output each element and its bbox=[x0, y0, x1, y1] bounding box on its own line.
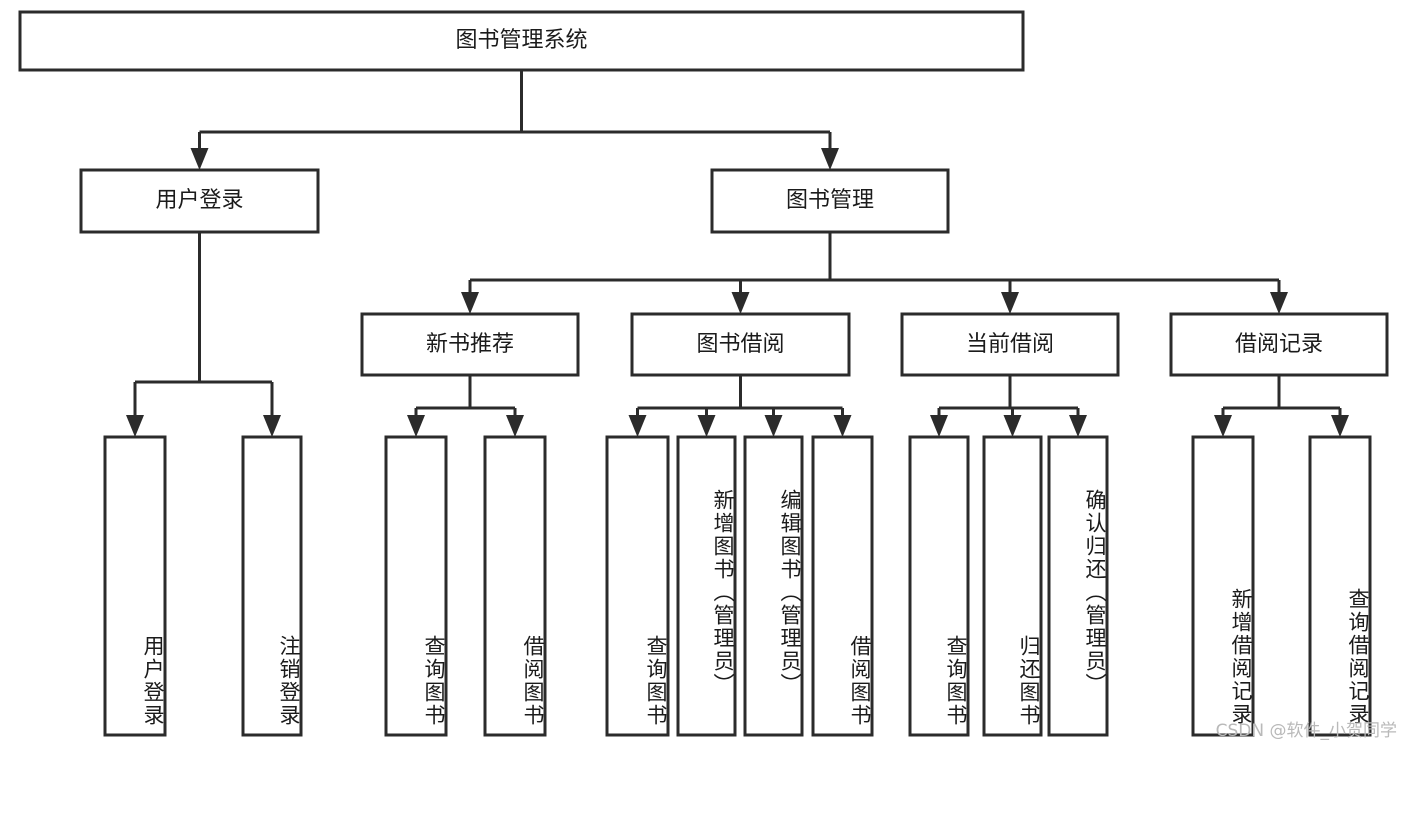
node-box-l3-1[interactable] bbox=[630, 312, 851, 377]
node-box-l3-2[interactable] bbox=[900, 312, 1120, 377]
arrow-head-icon bbox=[628, 415, 647, 437]
node-box-leaf-2[interactable] bbox=[384, 435, 448, 737]
arrow-head-icon bbox=[764, 415, 783, 437]
node-l2-0[interactable] bbox=[81, 170, 318, 232]
node-labels-layer: 图书管理系统用户登录图书管理新书推荐图书借阅当前借阅借阅记录用户登录注销登录查询… bbox=[20, 12, 1387, 735]
node-leaf-10[interactable] bbox=[1049, 437, 1107, 735]
node-box-leaf-1[interactable] bbox=[241, 435, 303, 737]
node-leaf-8[interactable] bbox=[910, 437, 968, 735]
edges-group bbox=[126, 70, 1349, 437]
arrow-head-icon bbox=[461, 292, 479, 314]
arrow-head-icon bbox=[263, 415, 281, 437]
node-leaf-12[interactable] bbox=[1310, 437, 1370, 735]
node-leaf-4[interactable] bbox=[607, 437, 668, 735]
arrow-head-icon bbox=[407, 415, 425, 437]
node-box-leaf-6[interactable] bbox=[743, 435, 804, 737]
node-box-leaf-8[interactable] bbox=[908, 435, 970, 737]
node-l2-1[interactable] bbox=[712, 170, 948, 232]
node-box-leaf-0[interactable] bbox=[103, 435, 167, 737]
flowchart-svg bbox=[18, 10, 1389, 737]
arrow-head-icon bbox=[190, 148, 209, 170]
node-box-leaf-12[interactable] bbox=[1308, 435, 1372, 737]
node-l3-2[interactable] bbox=[902, 314, 1118, 375]
arrow-head-icon bbox=[1214, 415, 1232, 437]
node-box-l2-1[interactable] bbox=[710, 168, 950, 234]
arrow-head-icon bbox=[731, 292, 750, 314]
node-leaf-3[interactable] bbox=[485, 437, 545, 735]
node-l3-0[interactable] bbox=[362, 314, 578, 375]
node-box-l3-3[interactable] bbox=[1169, 312, 1389, 377]
arrow-head-icon bbox=[1069, 415, 1087, 437]
node-leaf-0[interactable] bbox=[105, 437, 165, 735]
node-box-l2-0[interactable] bbox=[79, 168, 320, 234]
node-leaf-5[interactable] bbox=[678, 437, 735, 735]
node-box-l3-0[interactable] bbox=[360, 312, 580, 377]
arrow-head-icon bbox=[1001, 292, 1019, 314]
node-leaf-7[interactable] bbox=[813, 437, 872, 735]
arrow-head-icon bbox=[126, 415, 144, 437]
arrow-head-icon bbox=[506, 415, 524, 437]
node-leaf-1[interactable] bbox=[243, 437, 301, 735]
node-box-leaf-7[interactable] bbox=[811, 435, 874, 737]
arrow-head-icon bbox=[821, 148, 839, 170]
node-root[interactable] bbox=[20, 12, 1023, 70]
nodes-group bbox=[18, 10, 1389, 737]
node-box-leaf-9[interactable] bbox=[982, 435, 1043, 737]
node-box-leaf-10[interactable] bbox=[1047, 435, 1109, 737]
arrow-head-icon bbox=[1003, 415, 1022, 437]
node-box-leaf-11[interactable] bbox=[1191, 435, 1255, 737]
node-leaf-6[interactable] bbox=[745, 437, 802, 735]
arrow-head-icon bbox=[833, 415, 852, 437]
arrow-head-icon bbox=[1331, 415, 1349, 437]
arrow-head-icon bbox=[697, 415, 716, 437]
arrow-head-icon bbox=[930, 415, 948, 437]
diagram-canvas: 图书管理系统用户登录图书管理新书推荐图书借阅当前借阅借阅记录用户登录注销登录查询… bbox=[18, 10, 1397, 741]
node-box-leaf-5[interactable] bbox=[676, 435, 737, 737]
node-leaf-2[interactable] bbox=[386, 437, 446, 735]
node-l3-1[interactable] bbox=[632, 314, 849, 375]
node-leaf-11[interactable] bbox=[1193, 437, 1253, 735]
node-l3-3[interactable] bbox=[1171, 314, 1387, 375]
arrow-head-icon bbox=[1270, 292, 1288, 314]
node-leaf-9[interactable] bbox=[984, 437, 1041, 735]
node-box-leaf-3[interactable] bbox=[483, 435, 547, 737]
node-box-root[interactable] bbox=[18, 10, 1025, 72]
node-box-leaf-4[interactable] bbox=[605, 435, 670, 737]
